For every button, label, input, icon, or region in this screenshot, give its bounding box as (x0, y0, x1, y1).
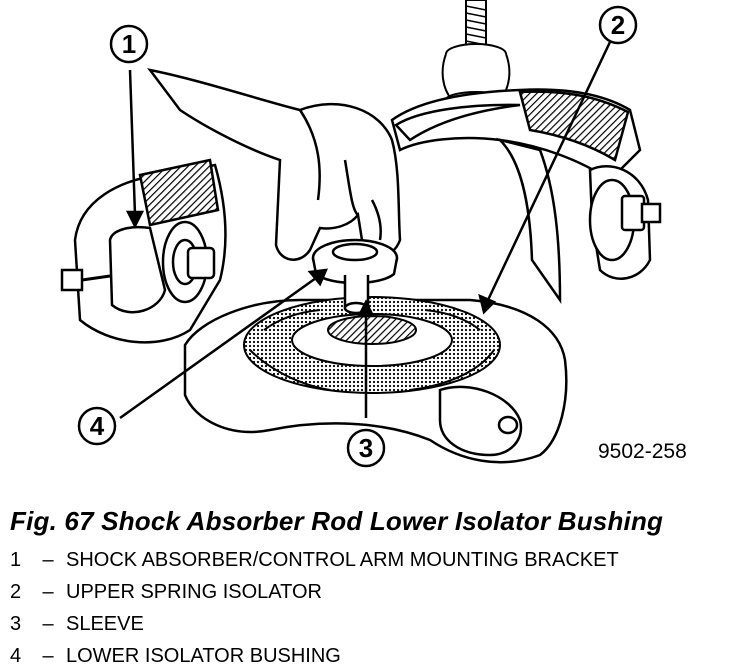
svg-text:2: 2 (611, 10, 625, 40)
legend-number: 3 (10, 613, 22, 635)
legend-item: 3–SLEEVE (10, 608, 619, 640)
legend-dash: – (42, 645, 54, 667)
callout-4: 4 (77, 406, 117, 446)
legend-number: 1 (10, 549, 22, 571)
legend-dash: – (42, 549, 54, 571)
right-bracket (588, 165, 662, 280)
upper-spring-isolator (243, 296, 501, 394)
lower-isolator-bushing (311, 238, 399, 285)
legend-label: LOWER ISOLATOR BUSHING (66, 645, 341, 667)
figure-id: 9502-258 (598, 440, 687, 463)
svg-text:1: 1 (122, 29, 136, 59)
legend-item: 1–SHOCK ABSORBER/CONTROL ARM MOUNTING BR… (10, 544, 619, 576)
figure-caption: Fig. 67 Shock Absorber Rod Lower Isolato… (10, 506, 664, 536)
callout-2: 2 (598, 5, 638, 45)
legend-number: 2 (10, 581, 22, 603)
svg-text:3: 3 (359, 433, 373, 463)
callout-1: 1 (109, 24, 149, 64)
legend-item: 4–LOWER ISOLATOR BUSHING (10, 640, 619, 672)
legend-label: SHOCK ABSORBER/CONTROL ARM MOUNTING BRAC… (66, 549, 619, 571)
legend-label: SLEEVE (66, 613, 144, 635)
legend-item: 2–UPPER SPRING ISOLATOR (10, 576, 619, 608)
svg-text:4: 4 (90, 411, 105, 441)
leader-lines (119, 41, 612, 420)
legend-dash: – (42, 613, 54, 635)
legend-label: UPPER SPRING ISOLATOR (66, 581, 322, 603)
bushing-illustration: 1 2 3 4 9502-258 (60, 0, 687, 468)
left-mounting-bracket (60, 158, 227, 344)
legend-number: 4 (10, 645, 22, 667)
legend: 1–SHOCK ABSORBER/CONTROL ARM MOUNTING BR… (10, 544, 619, 672)
callout-3: 3 (346, 428, 386, 468)
legend-dash: – (42, 581, 54, 603)
